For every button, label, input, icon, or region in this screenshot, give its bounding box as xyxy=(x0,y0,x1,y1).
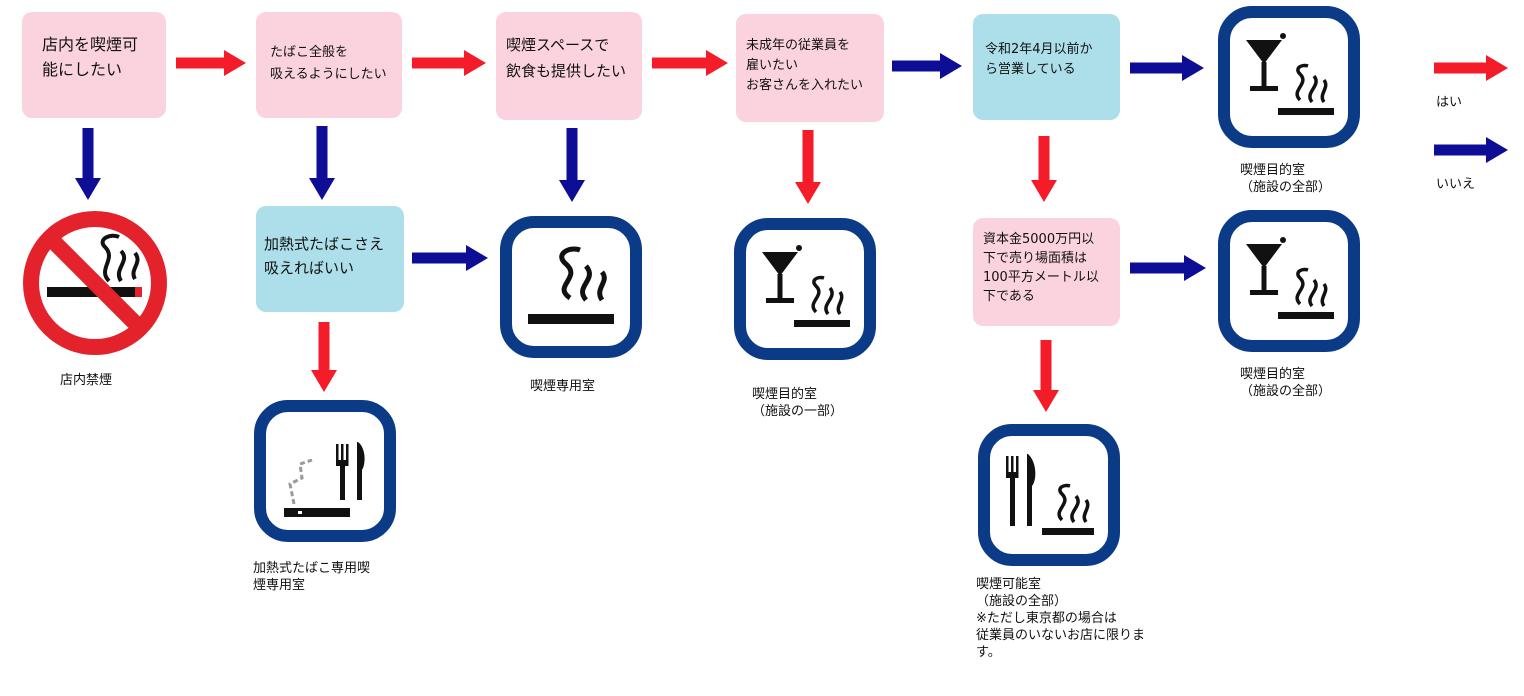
smoking-room-icon xyxy=(500,216,642,358)
arrow-q7-allowed-yes xyxy=(1033,340,1059,412)
arrow-q6-heated-yes xyxy=(311,322,337,392)
arrow-q5-q7-yes xyxy=(1031,136,1057,202)
arrow-q7-purpose-no xyxy=(1130,255,1206,281)
question-want-smoking-allowed: 店内を喫煙可 能にしたい xyxy=(22,12,166,118)
caption-purpose-room-partial: 喫煙目的室 （施設の一部） xyxy=(752,387,844,419)
bar-smoking-icon xyxy=(1218,210,1360,352)
bar-smoking-icon xyxy=(1218,6,1360,148)
question-heated-tobacco-only: 加熱式たばこさえ 吸えればいい xyxy=(256,206,404,312)
legend-yes-label: はい xyxy=(1436,95,1463,110)
arrow-q6-smokingroom-no xyxy=(412,245,488,271)
arrow-q4-q5-no xyxy=(892,53,962,79)
arrow-q2-q6-no xyxy=(309,126,335,200)
question-all-tobacco: たばこ全般を 吸えるようにしたい xyxy=(256,12,402,118)
legend-yes-arrow xyxy=(1434,55,1508,81)
arrow-q4-purpose-yes xyxy=(795,130,821,204)
arrow-q2-q3-yes xyxy=(412,50,486,76)
no-smoking-icon xyxy=(23,211,167,355)
caption-heated-tobacco-room: 加熱式たばこ専用喫 煙専用室 xyxy=(253,561,371,593)
dining-smoking-icon xyxy=(978,424,1120,566)
arrow-q3-smokingroom-no xyxy=(559,128,585,202)
caption-smoking-room: 喫煙専用室 xyxy=(530,379,596,394)
arrow-q1-nosmoking-no xyxy=(75,128,101,200)
caption-no-smoking: 店内禁煙 xyxy=(60,373,113,388)
legend-no-arrow xyxy=(1434,137,1508,163)
question-minor-staff-customers: 未成年の従業員を 雇いたい お客さんを入れたい xyxy=(736,14,884,122)
arrow-q5-purpose-no xyxy=(1130,55,1204,81)
arrow-q3-q4-yes xyxy=(652,50,728,76)
question-serve-food: 喫煙スペースで 飲食も提供したい xyxy=(496,12,642,120)
bar-smoking-icon xyxy=(734,218,876,360)
question-open-before-r2-april: 令和2年4月以前か ら営業している xyxy=(973,14,1120,120)
question-capital-and-floor-area: 資本金5000万円以 下で売り場面積は 100平方メートル以 下である xyxy=(973,218,1120,326)
caption-purpose-room-full: 喫煙目的室 （施設の全部） xyxy=(1240,367,1332,399)
arrow-q1-q2-yes xyxy=(176,50,246,76)
heated-tobacco-dining-icon xyxy=(254,400,396,542)
caption-smoking-allowed-room: 喫煙可能室 （施設の全部） ※ただし東京都の場合は 従業員のいないお店に限りま … xyxy=(976,577,1146,660)
legend-no-label: いいえ xyxy=(1436,177,1476,192)
caption-purpose-room-full: 喫煙目的室 （施設の全部） xyxy=(1240,163,1332,195)
